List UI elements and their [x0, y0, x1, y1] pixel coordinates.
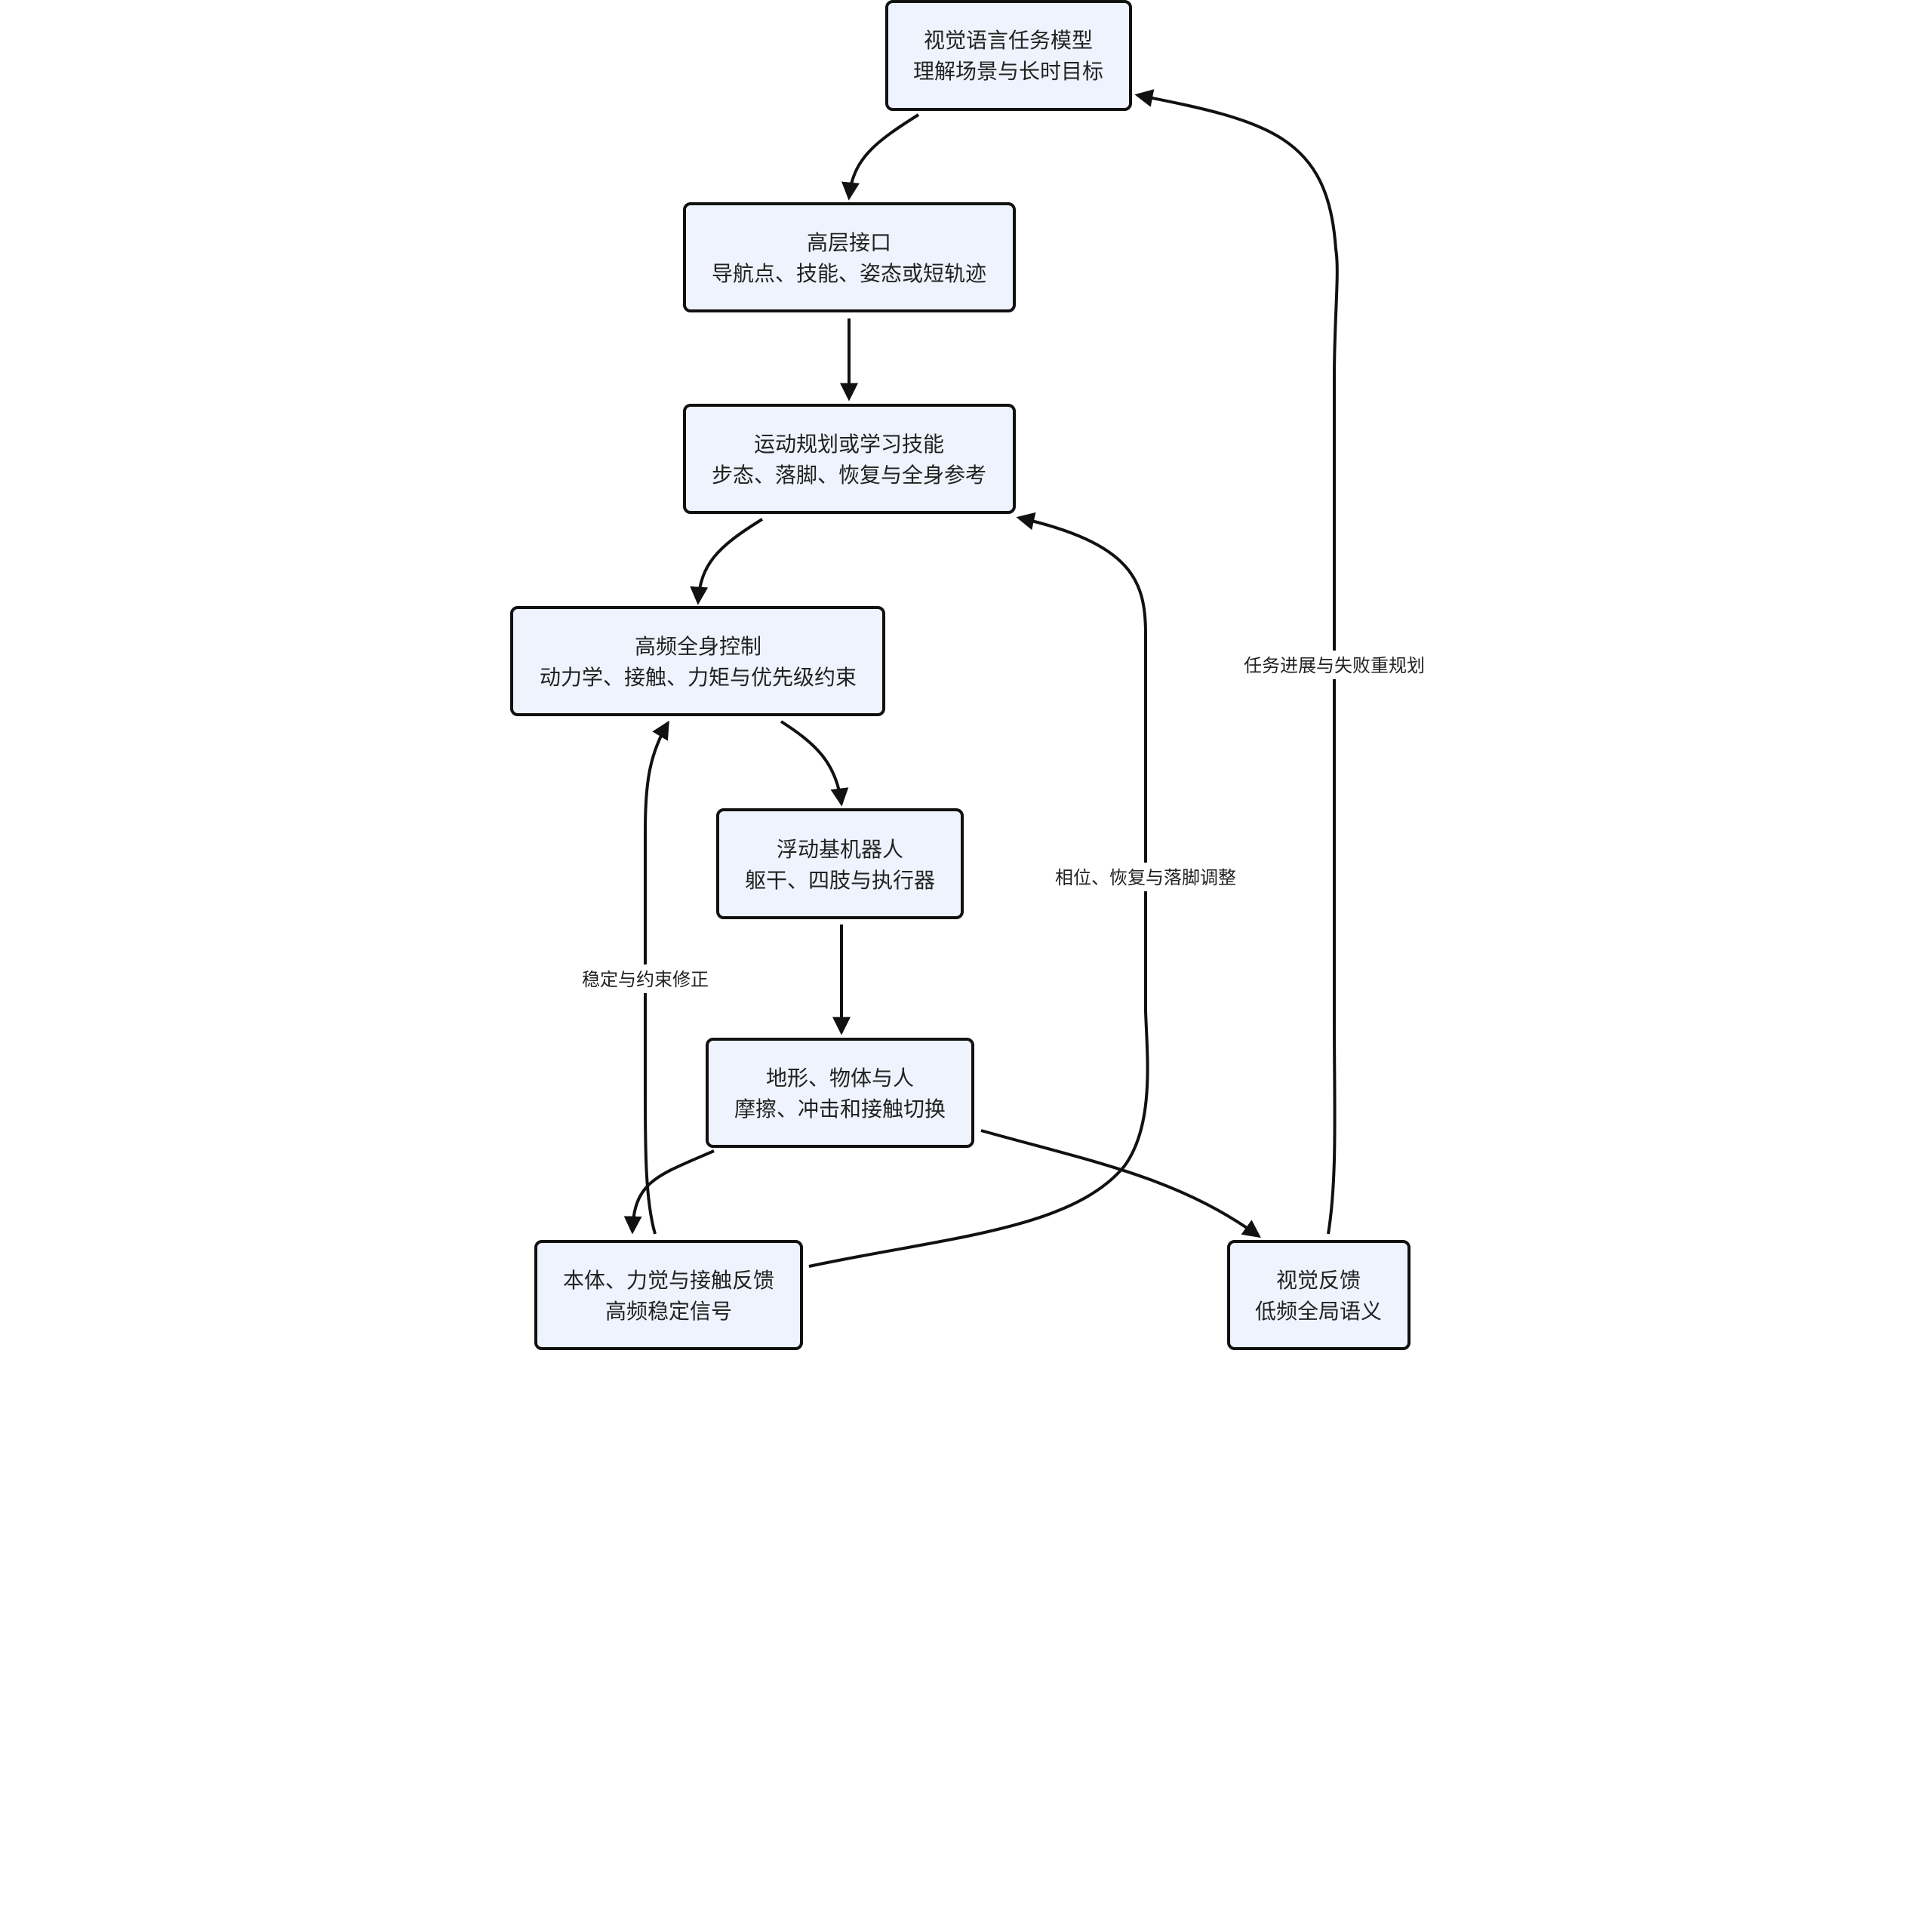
node-planner: 运动规划或学习技能 步态、落脚、恢复与全身参考 [683, 404, 1016, 514]
node-interface: 高层接口 导航点、技能、姿态或短轨迹 [683, 202, 1016, 312]
edge-proprio-to-planner [808, 512, 1149, 1268]
node-proprio-subtitle: 高频稳定信号 [605, 1299, 732, 1324]
node-env-title: 地形、物体与人 [766, 1066, 914, 1091]
node-proprio-title: 本体、力觉与接触反馈 [563, 1268, 774, 1293]
node-env: 地形、物体与人 摩擦、冲击和接触切换 [706, 1038, 974, 1148]
edge-env-to-vision [980, 1129, 1261, 1238]
edge-wbc-to-robot [780, 720, 849, 807]
node-vision: 视觉反馈 低频全局语义 [1227, 1240, 1411, 1350]
node-vision-subtitle: 低频全局语义 [1255, 1299, 1382, 1324]
node-planner-subtitle: 步态、落脚、恢复与全身参考 [712, 463, 986, 488]
svg-text:稳定与约束修正: 稳定与约束修正 [582, 969, 709, 990]
node-wbc-subtitle: 动力学、接触、力矩与优先级约束 [540, 665, 857, 690]
edge-vlm-to-interface [841, 113, 920, 201]
edge-vision-to-vlm [1134, 89, 1339, 1235]
edge-label-vision-to-vlm: 任务进展与失败重规划 [1236, 651, 1432, 679]
edge-planner-to-wbc [690, 518, 764, 605]
node-robot: 浮动基机器人 躯干、四肢与执行器 [716, 808, 964, 919]
node-interface-subtitle: 导航点、技能、姿态或短轨迹 [712, 261, 986, 286]
node-vlm-title: 视觉语言任务模型 [924, 28, 1093, 53]
node-planner-title: 运动规划或学习技能 [754, 432, 944, 457]
edge-label-proprio-to-wbc: 稳定与约束修正 [574, 964, 717, 993]
node-vlm: 视觉语言任务模型 理解场景与长时目标 [885, 0, 1132, 111]
node-interface-title: 高层接口 [807, 230, 891, 255]
node-proprio: 本体、力觉与接触反馈 高频稳定信号 [534, 1240, 803, 1350]
node-env-subtitle: 摩擦、冲击和接触切换 [734, 1097, 946, 1121]
edge-label-proprio-to-planner: 相位、恢复与落脚调整 [1048, 863, 1244, 891]
node-robot-subtitle: 躯干、四肢与执行器 [745, 868, 935, 893]
node-vision-title: 视觉反馈 [1276, 1268, 1361, 1293]
svg-text:相位、恢复与落脚调整: 相位、恢复与落脚调整 [1055, 867, 1236, 888]
svg-text:任务进展与失败重规划: 任务进展与失败重规划 [1244, 655, 1425, 676]
node-robot-title: 浮动基机器人 [777, 837, 903, 862]
node-wbc: 高频全身控制 动力学、接触、力矩与优先级约束 [510, 606, 885, 716]
node-wbc-title: 高频全身控制 [635, 634, 761, 659]
edge-proprio-to-wbc [644, 720, 669, 1235]
edge-env-to-proprio [623, 1149, 715, 1235]
node-vlm-subtitle: 理解场景与长时目标 [913, 59, 1103, 84]
